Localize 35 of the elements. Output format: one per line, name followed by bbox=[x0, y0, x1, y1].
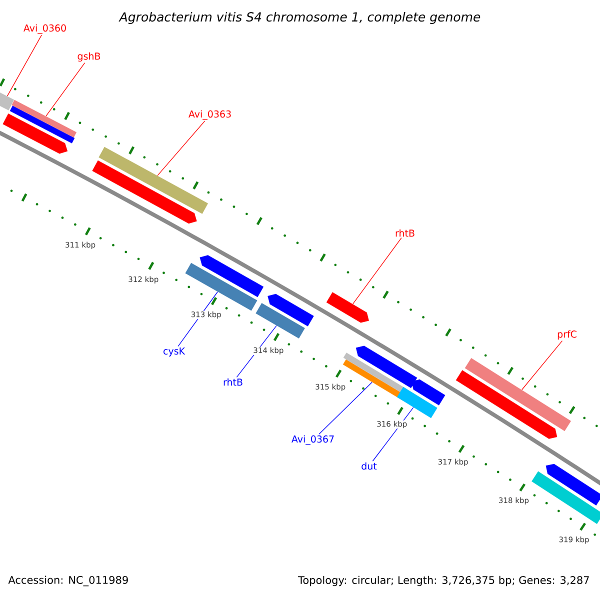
gene-bar bbox=[0, 92, 14, 110]
gene-block bbox=[92, 160, 197, 224]
gene-label: cysK bbox=[164, 348, 186, 356]
gene-bar bbox=[185, 262, 258, 311]
gene-bar bbox=[10, 106, 75, 144]
gene-label: Avi_0367 bbox=[292, 435, 334, 445]
gene-bar bbox=[396, 386, 438, 418]
gene-bar bbox=[98, 146, 208, 214]
gene-label: gshB bbox=[78, 52, 100, 62]
gene-bar bbox=[256, 303, 305, 338]
footer-text: Accession: NC_011989 bbox=[8, 576, 128, 586]
gene-label: rhtB bbox=[224, 378, 242, 386]
gene-block bbox=[326, 292, 369, 323]
leader-line bbox=[157, 120, 206, 176]
gene-block bbox=[200, 255, 264, 298]
leader-line bbox=[352, 237, 402, 304]
gene-block bbox=[2, 114, 68, 154]
gene-label: rhtB bbox=[396, 229, 414, 237]
gene-block bbox=[356, 346, 418, 388]
title: Agrobacterium vitis S4 chromosome 1, complete genome bbox=[118, 12, 480, 24]
gene-bar bbox=[12, 100, 77, 138]
gene-bar bbox=[532, 471, 600, 524]
gene-label: dut bbox=[362, 462, 377, 470]
gene-label: prfC bbox=[558, 330, 576, 340]
gene-label: Avi_0360 bbox=[24, 24, 66, 34]
leader-line bbox=[6, 34, 42, 96]
gene-block bbox=[268, 294, 314, 326]
footer-text: Topology: circular; Length: 3,726,375 bp; Genes: 3,287 bbox=[298, 576, 589, 586]
gene-label: Avi_0363 bbox=[188, 110, 231, 120]
leader-line bbox=[522, 340, 563, 390]
gene-bar bbox=[464, 358, 572, 432]
gene-block bbox=[411, 379, 446, 406]
gene-block bbox=[546, 464, 600, 506]
leader-line bbox=[46, 62, 86, 116]
gene-block bbox=[456, 370, 558, 439]
